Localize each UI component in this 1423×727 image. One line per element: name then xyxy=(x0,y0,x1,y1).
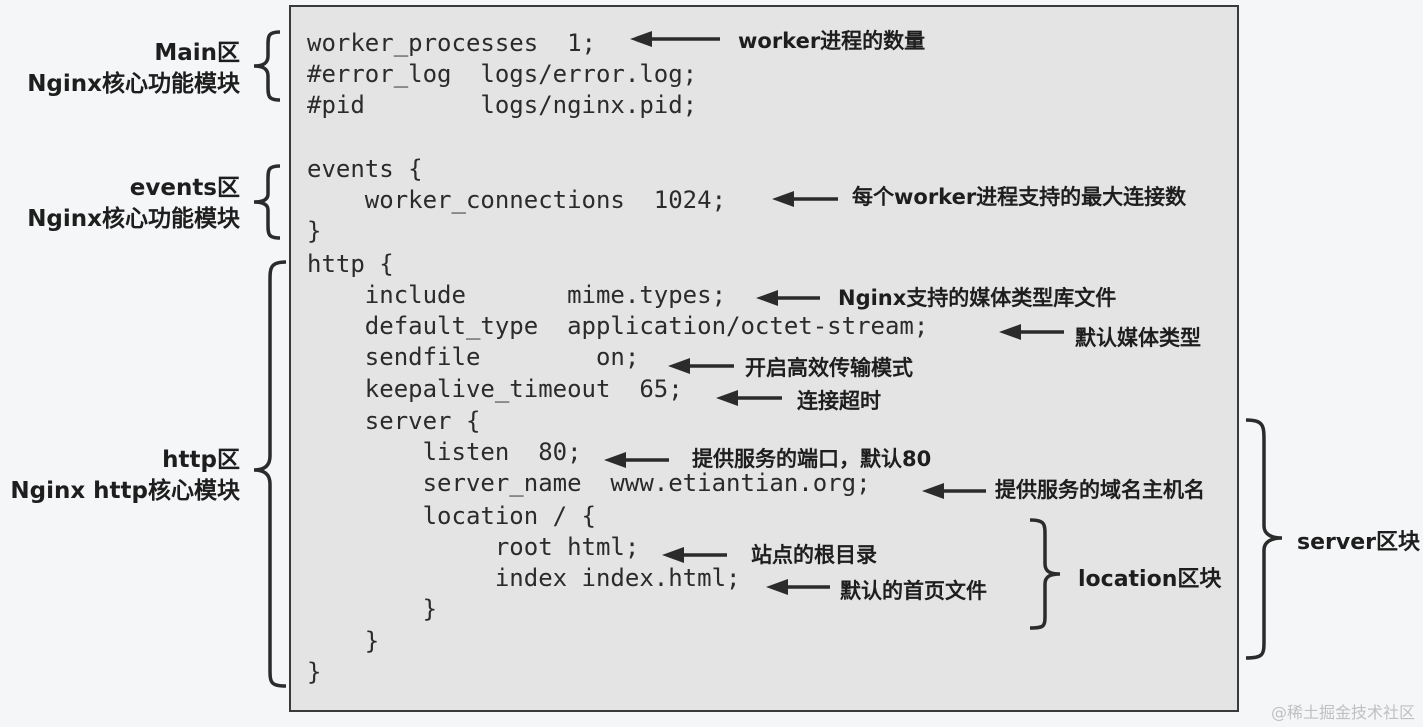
arrowhead-worker-connections xyxy=(772,191,794,207)
code-line-index: index index.html; xyxy=(307,564,741,592)
code-line-location-close: } xyxy=(307,595,438,623)
code-line-location-open: location / { xyxy=(307,502,596,530)
code-line-http-close: } xyxy=(307,658,322,686)
code-line-sendfile: sendfile on; xyxy=(307,343,640,371)
code-line-worker-processes: worker_processes 1; xyxy=(307,29,596,57)
note-server-name: 提供服务的域名主机名 xyxy=(995,478,1205,502)
note-index: 默认的首页文件 xyxy=(840,579,987,603)
section-main-label: Main区 Nginx核心功能模块 xyxy=(27,38,240,100)
code-line-listen: listen 80; xyxy=(307,438,582,466)
code-line-worker-connections: worker_connections 1024; xyxy=(307,186,727,214)
arrowhead-default-type xyxy=(999,324,1021,340)
code-line-server-name: server_name www.etiantian.org; xyxy=(307,469,871,497)
note-root: 站点的根目录 xyxy=(751,543,877,567)
config-code-panel xyxy=(289,5,1239,712)
brace-server-block xyxy=(1245,418,1283,660)
brace-location-block xyxy=(1029,518,1061,630)
brace-http-section xyxy=(253,260,287,688)
arrowhead-worker-processes xyxy=(630,31,652,47)
code-line-default-type: default_type application/octet-stream; xyxy=(307,312,929,340)
note-sendfile: 开启高效传输模式 xyxy=(745,356,913,380)
arrowhead-listen xyxy=(604,452,626,468)
code-line-http-open: http { xyxy=(307,250,394,278)
arrowhead-root xyxy=(662,547,684,563)
server-block-label: server区块 xyxy=(1297,530,1420,555)
location-block-label: location区块 xyxy=(1078,567,1222,592)
code-line-server-open: server { xyxy=(307,407,481,435)
note-include: Nginx支持的媒体类型库文件 xyxy=(838,286,1117,310)
section-main-title: Main区 xyxy=(154,40,240,66)
note-worker-processes: worker进程的数量 xyxy=(738,29,926,53)
section-events-title: events区 xyxy=(129,175,240,201)
section-http-label: http区 Nginx http核心模块 xyxy=(10,445,240,507)
brace-main-section xyxy=(253,30,281,102)
section-events-subtitle: Nginx核心功能模块 xyxy=(27,206,240,232)
arrowhead-server-name xyxy=(922,483,944,499)
note-worker-connections: 每个worker进程支持的最大连接数 xyxy=(852,185,1187,209)
code-line-server-close: } xyxy=(307,627,380,655)
arrowhead-index xyxy=(766,579,788,595)
brace-events-section xyxy=(253,164,281,240)
section-events-label: events区 Nginx核心功能模块 xyxy=(27,173,240,235)
code-line-error-log: #error_log logs/error.log; xyxy=(307,60,698,88)
code-line-include: include mime.types; xyxy=(307,281,727,309)
note-default-type: 默认媒体类型 xyxy=(1075,326,1201,350)
code-line-events-open: events { xyxy=(307,155,423,183)
section-http-subtitle: Nginx http核心模块 xyxy=(10,478,240,504)
section-main-subtitle: Nginx核心功能模块 xyxy=(27,71,240,97)
note-listen: 提供服务的端口，默认80 xyxy=(692,447,932,471)
code-line-root: root html; xyxy=(307,533,640,561)
watermark-text: @稀土掘金技术社区 xyxy=(1270,703,1415,722)
arrowhead-include xyxy=(756,290,778,306)
note-keepalive-timeout: 连接超时 xyxy=(797,389,881,413)
arrowhead-keepalive-timeout xyxy=(716,390,738,406)
arrowhead-sendfile xyxy=(668,358,690,374)
code-line-pid: #pid logs/nginx.pid; xyxy=(307,91,698,119)
code-line-events-close: } xyxy=(307,217,322,245)
section-http-title: http区 xyxy=(162,447,240,473)
code-line-keepalive-timeout: keepalive_timeout 65; xyxy=(307,375,683,403)
